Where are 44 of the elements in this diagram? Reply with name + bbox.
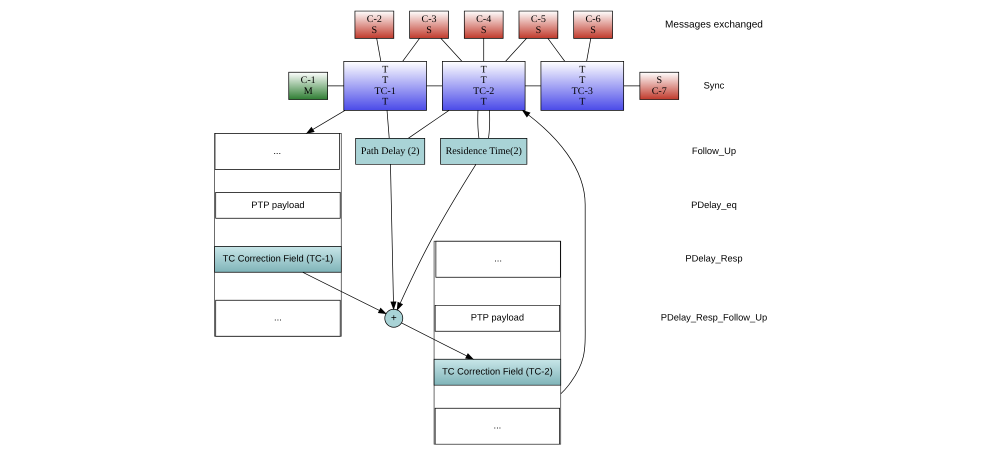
connector [376, 38, 382, 62]
arrow [306, 110, 346, 134]
connector [548, 38, 566, 62]
label: PDelay_Resp_Follow_Up [660, 312, 768, 323]
label: PDelay_Resp [685, 254, 743, 264]
node-box: C-2 S [354, 10, 394, 39]
connector [402, 38, 420, 62]
node-circle: + [384, 308, 404, 328]
connector [440, 38, 462, 62]
connector [586, 38, 592, 62]
node-box: T T TC-3 T [540, 61, 624, 111]
node-box: T T TC-2 T [442, 61, 526, 111]
label: Follow_Up [692, 146, 736, 156]
arrow [522, 110, 586, 394]
node-box: C-6 S [573, 10, 613, 39]
label: Messages exchanged [665, 19, 763, 30]
connector [477, 110, 480, 138]
arrow [302, 272, 387, 314]
node-box: ... [434, 408, 560, 445]
node-box: Path Delay (2) [355, 138, 426, 165]
label: PDelay_eq [691, 200, 737, 210]
node-box: TC Correction Field (TC-1) [214, 246, 342, 273]
connector [386, 110, 390, 138]
label: Sync [704, 80, 724, 90]
node-box: ... [214, 133, 340, 170]
node-box: ... [215, 300, 341, 337]
connector [505, 38, 527, 62]
node-box: C-1 M [288, 72, 328, 100]
arrow [401, 322, 474, 360]
arrow [390, 164, 396, 310]
connector [488, 110, 490, 138]
node-box: S C-7 [640, 72, 680, 100]
node-box: PTP payload [434, 304, 560, 332]
arrow [396, 164, 476, 311]
node-box: T T TC-1 T [343, 61, 427, 111]
node-box: C-4 S [464, 10, 504, 39]
node-box: C-3 S [409, 10, 449, 39]
node-box: ... [436, 240, 561, 278]
connector [408, 110, 450, 139]
connector [483, 38, 484, 62]
node-box: PTP payload [215, 192, 341, 219]
node-box: Residence Time(2) [440, 138, 528, 165]
node-box: TC Correction Field (TC-2) [434, 358, 562, 386]
node-box: C-5 S [518, 10, 558, 39]
